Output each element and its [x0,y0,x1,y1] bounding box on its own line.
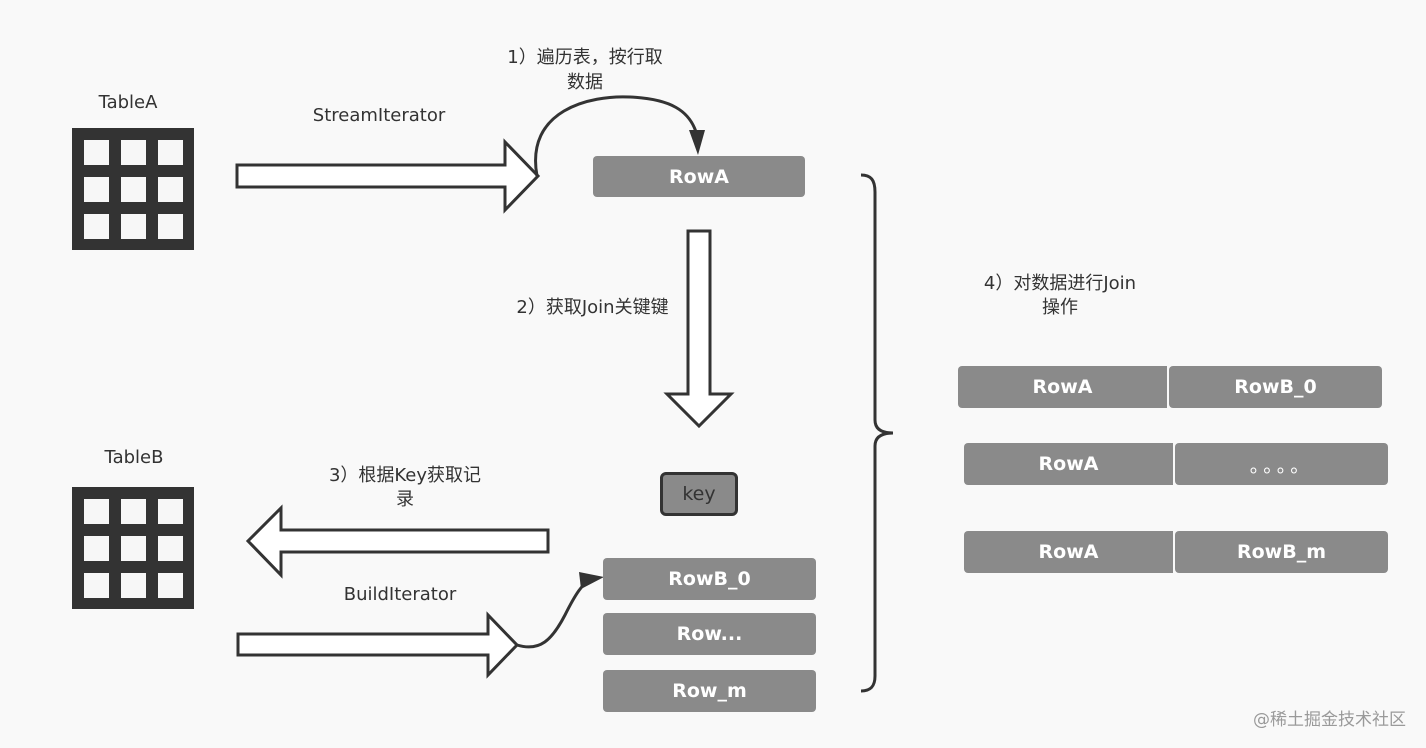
build-curve-arrowhead [579,572,604,589]
step2-label: 2）获取Join关键键 [516,297,669,318]
lookup-left-arrow [245,504,550,579]
step3-label-line1: 3）根据Key获取记 [328,465,482,486]
step3-label-line2: 录 [396,489,414,510]
table-a-grid-icon [72,128,194,250]
build-iterator-label: BuildIterator [343,584,457,605]
key-box: key [660,472,738,516]
build-arrow [236,611,520,679]
build-row-middle: Row... [603,613,816,655]
joined-row-3-left: RowA [964,531,1173,573]
step1-label-line2: 数据 [567,72,603,93]
stream-iterator-label: StreamIterator [312,105,446,126]
step4-label-line1: 4）对数据进行Join [983,273,1137,294]
table-b-label: TableB [104,447,164,468]
watermark: @稀土掘金技术社区 [1253,710,1406,730]
stream-curve-arrowhead [689,130,705,155]
stream-arrow [235,138,541,214]
table-a-label: TableA [98,92,158,113]
build-row-m: Row_m [603,670,816,712]
step1-label-line1: 1）遍历表，按行取 [507,47,663,68]
step4-label-line2: 操作 [1042,297,1078,318]
join-curly-brace [860,173,894,693]
joined-row-2-right: 。。。。 [1175,443,1388,485]
row-a-box: RowA [593,156,805,197]
stream-curve [534,95,699,177]
get-key-down-arrow [663,229,735,429]
joined-row-2-left: RowA [964,443,1173,485]
joined-row-1-left: RowA [958,366,1167,408]
table-b-grid-icon [72,487,194,609]
build-curve [516,577,593,649]
joined-row-3-right: RowB_m [1175,531,1388,573]
joined-row-1-right: RowB_0 [1169,366,1382,408]
build-row-0: RowB_0 [603,558,816,600]
